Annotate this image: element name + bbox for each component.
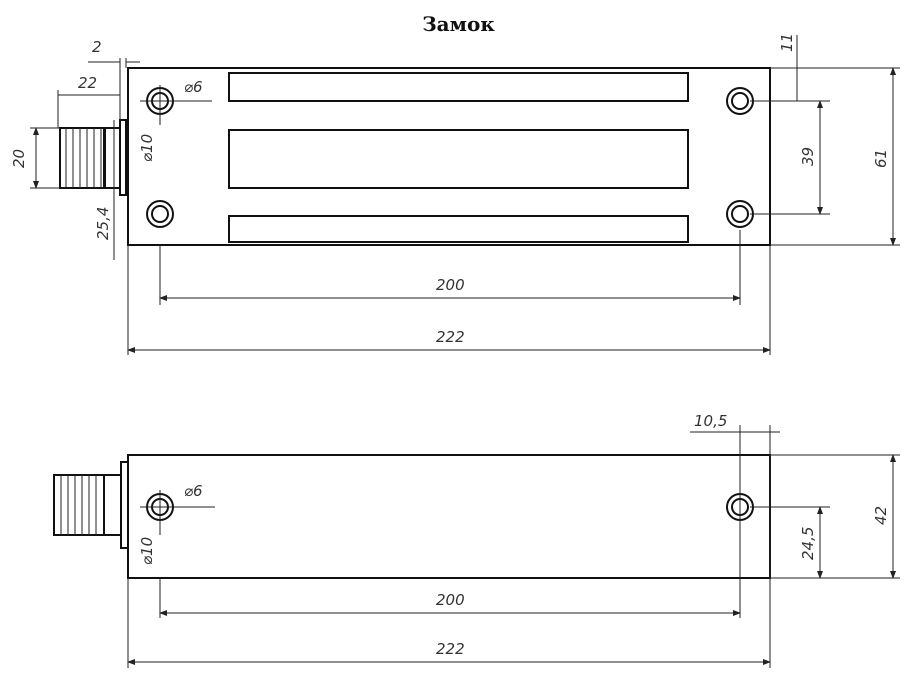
lock-body-side: [127, 454, 771, 579]
dim-22: 22: [78, 74, 97, 92]
cable-gland-top: [59, 119, 127, 196]
dim-phi10: ⌀10: [138, 134, 156, 162]
dim-2: 2: [92, 38, 102, 56]
mounting-holes: [146, 87, 754, 228]
side-view: [53, 425, 900, 668]
dim-42: 42: [872, 506, 890, 525]
dim-phi6: ⌀6: [184, 78, 203, 96]
dim-39: 39: [799, 147, 817, 166]
dim-phi10-side: ⌀10: [138, 537, 156, 565]
dim-200: 200: [436, 276, 465, 294]
dim-24-5: 24,5: [799, 527, 817, 560]
slot: [228, 215, 689, 243]
dim-10-5: 10,5: [694, 412, 727, 430]
lock-body-top: [127, 67, 771, 246]
cable-gland-side: [53, 461, 129, 549]
top-view: [30, 35, 900, 355]
dim-phi6-side: ⌀6: [184, 482, 203, 500]
dim-222: 222: [436, 328, 465, 346]
drawing-title: Замок: [422, 12, 495, 36]
dim-222-side: 222: [436, 640, 465, 658]
slot: [228, 72, 689, 102]
dim-200-side: 200: [436, 591, 465, 609]
dim-20: 20: [10, 149, 28, 168]
dim-25-4: 25,4: [94, 207, 112, 240]
dim-11: 11: [778, 33, 796, 52]
slot: [228, 129, 689, 189]
dim-61: 61: [872, 149, 890, 168]
